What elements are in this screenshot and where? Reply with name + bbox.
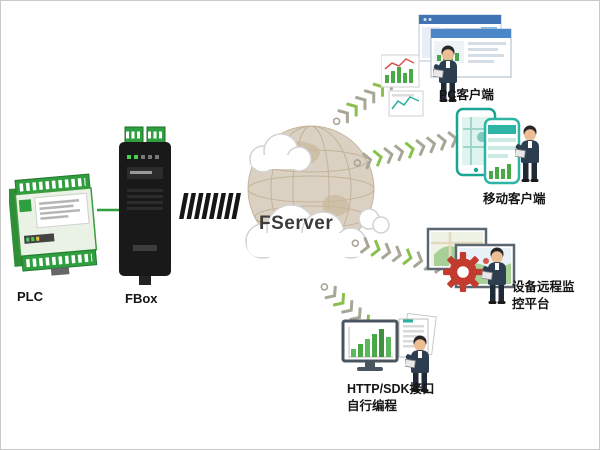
monitor-platform-label-line1: 设备远程监 xyxy=(512,280,575,294)
monitor-platform-label: 设备远程监 控平台 xyxy=(512,279,575,313)
mobile-client-group: 移动客户端 xyxy=(449,107,577,211)
http-sdk-group: HTTP/SDK接口 自行编程 xyxy=(341,313,486,419)
plc-fbox-wire xyxy=(97,208,119,212)
data-flow-arrow-icon xyxy=(179,193,241,219)
plc-label: PLC xyxy=(17,289,43,304)
connector-trail-platform xyxy=(351,235,447,276)
connector-trail-mobile xyxy=(353,129,460,171)
pc-client-group: PC客户端 xyxy=(381,13,513,117)
person-icon xyxy=(482,247,507,305)
plc-device-illustration xyxy=(9,173,98,276)
mobile-phones-illustration xyxy=(455,107,521,185)
http-sdk-label: HTTP/SDK接口 自行编程 xyxy=(347,381,435,415)
person-icon xyxy=(515,125,540,183)
fbox-device-illustration xyxy=(119,126,171,285)
connector-trail-sdk xyxy=(320,283,392,347)
http-sdk-label-line2: 自行编程 xyxy=(347,399,398,413)
monitor-platform-group: 设备远程监 控平台 xyxy=(426,225,581,325)
connector-trail-pc xyxy=(332,52,424,126)
pc-client-label: PC客户端 xyxy=(439,88,494,102)
chart-monitor-docs-illustration xyxy=(341,313,437,371)
cloud-globe-illustration xyxy=(245,125,390,259)
fbox-label: FBox xyxy=(125,291,158,306)
http-sdk-label-line1: HTTP/SDK接口 xyxy=(347,382,435,396)
mobile-client-label: 移动客户端 xyxy=(483,192,546,206)
gear-icon xyxy=(443,252,483,292)
monitor-platform-label-line2: 控平台 xyxy=(512,297,550,311)
fserver-label: FServer xyxy=(259,213,334,234)
